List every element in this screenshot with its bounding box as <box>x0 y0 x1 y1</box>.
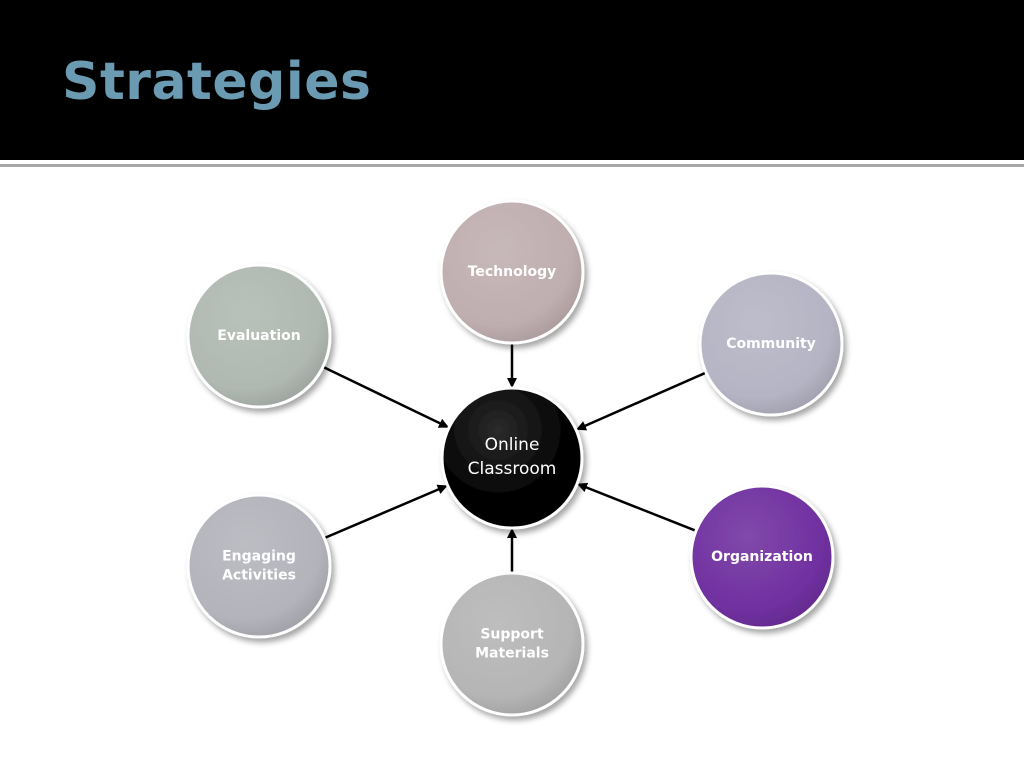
node-label-line: Activities <box>222 568 296 584</box>
node-label-line: Community <box>726 336 816 352</box>
node-circle <box>439 199 585 345</box>
arrow-engaging-activities-to-center <box>321 484 448 541</box>
node-community: Community <box>698 271 844 417</box>
node-label-line: Engaging <box>222 549 296 565</box>
slide-title: Strategies <box>62 52 372 112</box>
node-label-line: Evaluation <box>217 328 300 344</box>
arrow-evaluation-to-center <box>320 364 449 428</box>
header-divider-shadow <box>0 164 1024 167</box>
title-bar: Strategies <box>0 0 1024 160</box>
node-circle <box>186 493 332 639</box>
node-circle <box>186 263 332 409</box>
node-circle <box>439 571 585 717</box>
header-divider <box>0 160 1024 164</box>
node-evaluation: Evaluation <box>186 263 332 409</box>
node-circle <box>698 271 844 417</box>
node-circle <box>689 484 835 630</box>
node-label-line: Support <box>480 627 544 643</box>
center-circle <box>440 386 584 530</box>
node-label-line: Technology <box>468 264 557 280</box>
node-label-line: Organization <box>711 549 813 565</box>
arrow-organization-to-center <box>577 482 699 533</box>
node-label-line: Online <box>485 435 540 455</box>
node-organization: Organization <box>689 484 835 630</box>
node-technology: Technology <box>439 199 585 345</box>
arrow-community-to-center <box>576 370 709 431</box>
node-label-line: Classroom <box>468 459 557 479</box>
node-label-line: Materials <box>475 646 549 662</box>
